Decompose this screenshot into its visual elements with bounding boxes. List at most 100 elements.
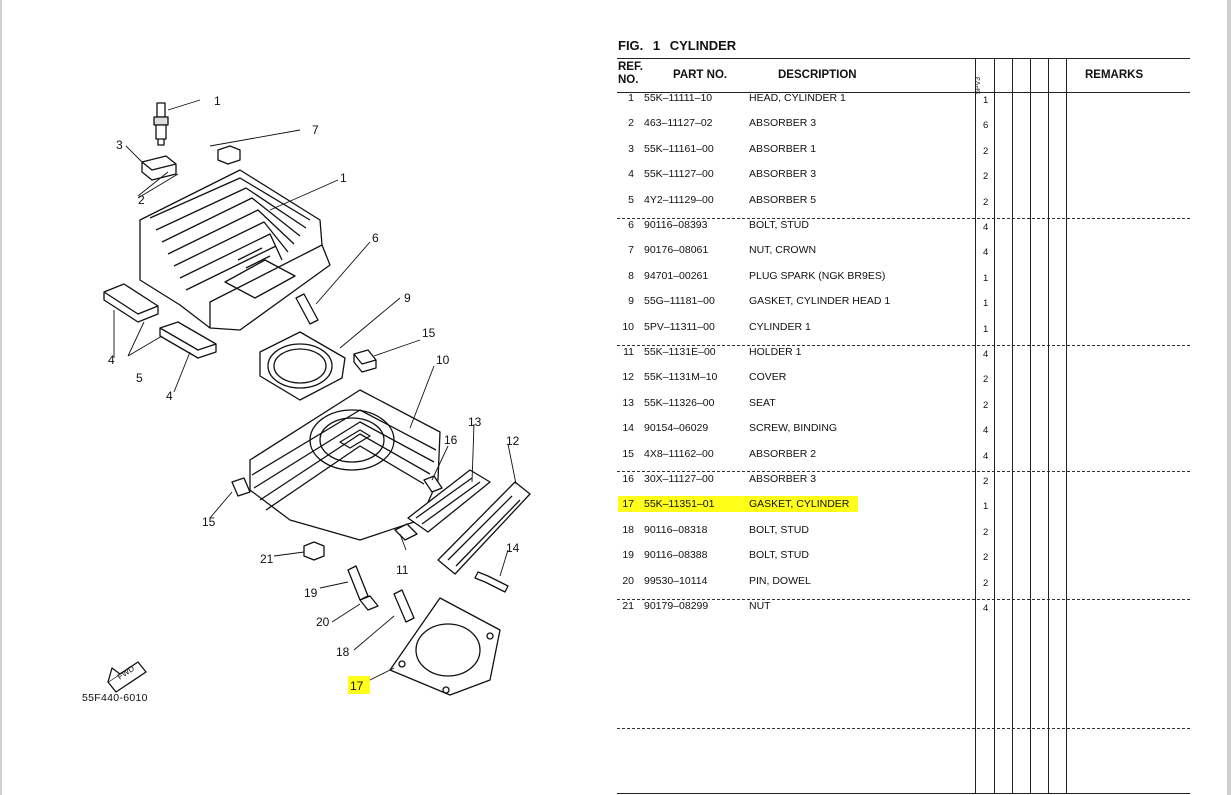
quantity-cell: 2	[983, 196, 989, 208]
group-divider	[617, 218, 1190, 219]
table-bottom-rule	[617, 793, 1190, 794]
part-no-cell: 4Y2–11129–00	[644, 193, 714, 206]
callout-13: 13	[468, 415, 482, 429]
ref-no-cell: 16	[622, 473, 634, 485]
dowel-pin-drawing	[359, 595, 379, 611]
callout-1: 1	[340, 171, 347, 185]
column-rule	[975, 58, 976, 794]
description-cell: ABSORBER 1	[749, 142, 817, 155]
ref-no-cell: 11	[623, 346, 634, 358]
part-no-cell: 55K–11326–00	[644, 396, 715, 409]
description-cell: HEAD, CYLINDER 1	[749, 92, 846, 104]
group-divider	[617, 728, 1190, 729]
part-no-cell: 90116–08318	[644, 523, 708, 536]
callout-9: 9	[404, 291, 411, 305]
description-cell: BOLT, STUD	[749, 523, 809, 536]
quantity-cell: 1	[983, 272, 989, 284]
description-cell: HOLDER 1	[749, 346, 802, 358]
header-part-no: PART NO.	[673, 69, 728, 81]
header-remarks: REMARKS	[1085, 69, 1144, 81]
stud-bolt-19-drawing	[347, 565, 369, 601]
parts-table: REF.NO. PART NO. DESCRIPTION 5PV3 REMARK…	[617, 58, 1190, 794]
ref-no-cell: 8	[628, 269, 634, 282]
quantity-cell: 6	[983, 120, 989, 132]
header-description: DESCRIPTION	[778, 69, 857, 81]
column-rule	[994, 58, 995, 794]
description-cell: BOLT, STUD	[749, 549, 809, 562]
callout-labels: 1 7 3 2 1 6 9 15 10 4 5 4 16 13 12 14 11…	[108, 94, 520, 693]
description-cell: CYLINDER 1	[749, 320, 811, 333]
part-no-cell: 55K–1131M–10	[644, 371, 718, 384]
quantity-cell: 1	[983, 95, 989, 106]
group-divider	[617, 471, 1190, 472]
ref-no-cell: 12	[622, 371, 634, 384]
part-no-cell: 90179–08299	[644, 600, 709, 612]
description-cell: NUT	[749, 600, 771, 612]
absorber-2-drawing	[353, 349, 377, 373]
quantity-cell: 4	[983, 425, 989, 437]
description-cell: PLUG SPARK (NGK BR9ES)	[749, 269, 886, 282]
description-cell: PIN, DOWEL	[749, 574, 811, 587]
table-row: 8 94701–00261 PLUG SPARK (NGK BR9ES) 1	[617, 270, 1190, 295]
quantity-cell: 2	[983, 526, 989, 538]
binding-screw-drawing	[474, 571, 509, 593]
description-cell: ABSORBER 3	[749, 473, 817, 485]
group-divider	[617, 345, 1190, 346]
callout-15a: 15	[422, 326, 436, 340]
absorber-2b-drawing	[231, 477, 251, 497]
callout-14: 14	[506, 541, 520, 555]
description-cell: NUT, CROWN	[749, 244, 817, 257]
callout-19: 19	[304, 586, 318, 600]
callout-3: 3	[116, 138, 123, 152]
part-no-cell: 30X–11127–00	[644, 473, 714, 485]
quantity-cell: 4	[983, 603, 989, 614]
page-right-border	[1227, 0, 1231, 795]
ref-no-cell: 7	[628, 244, 634, 257]
description-cell: COVER	[749, 371, 787, 384]
holder-drawing	[394, 523, 418, 541]
column-rule	[1012, 58, 1013, 794]
group-divider	[617, 599, 1190, 600]
cylinder-head-drawing	[139, 169, 331, 331]
absorber-5-drawing	[159, 321, 217, 359]
page-left-border	[0, 0, 2, 795]
head-gasket-drawing	[259, 331, 346, 401]
callout-6: 6	[372, 231, 379, 245]
ref-no-cell: 5	[628, 193, 634, 206]
part-no-cell: 90116–08393	[644, 219, 708, 231]
quantity-cell: 2	[983, 145, 989, 157]
column-rule	[1048, 58, 1049, 794]
figure-title: FIG. 1 CYLINDER	[618, 38, 737, 53]
callout-12: 12	[506, 434, 520, 448]
quantity-cell: 4	[983, 222, 989, 233]
callout-7: 7	[312, 123, 319, 137]
quantity-cell: 4	[983, 247, 989, 259]
ref-no-cell: 1	[628, 92, 634, 104]
crown-nut-drawing	[217, 145, 241, 165]
ref-no-cell: 14	[622, 422, 634, 435]
part-no-cell: 55G–11181–00	[644, 295, 715, 308]
description-cell: GASKET, CYLINDER HEAD 1	[749, 295, 891, 308]
seat-drawing	[407, 469, 491, 533]
ref-no-cell: 4	[628, 168, 634, 181]
callout-2: 2	[138, 193, 145, 207]
description-cell: BOLT, STUD	[749, 219, 809, 231]
quantity-cell: 4	[983, 349, 989, 360]
header-ref-no: REF.NO.	[618, 61, 643, 86]
ref-no-cell: 17	[622, 498, 634, 511]
callout-4b: 4	[166, 389, 173, 403]
callout-11: 11	[396, 563, 409, 577]
callout-highlight	[348, 676, 370, 694]
part-no-cell: 94701–00261	[644, 269, 709, 282]
callout-18: 18	[336, 645, 350, 659]
